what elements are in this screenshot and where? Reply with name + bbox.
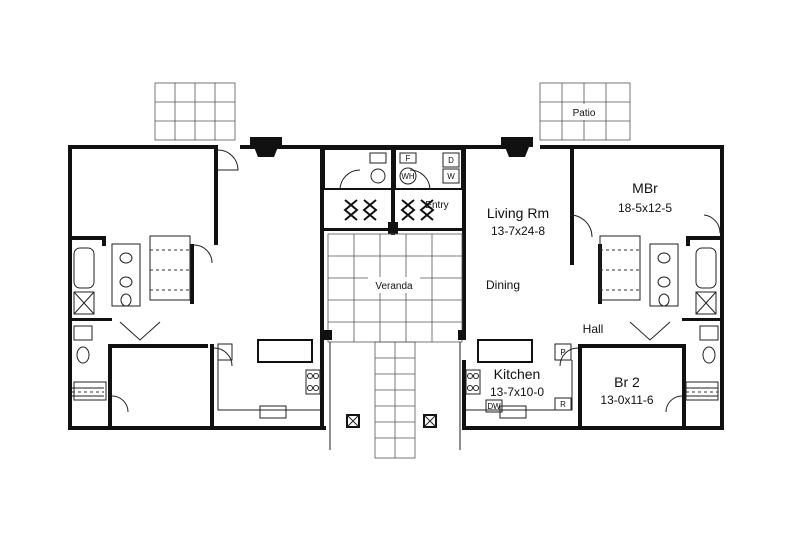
veranda-label: Veranda bbox=[375, 281, 413, 292]
entry-label: Entry bbox=[425, 200, 448, 211]
dryer-label: D bbox=[448, 156, 454, 165]
dishwasher-label: DW bbox=[487, 402, 501, 411]
kitchen-name-label: Kitchen bbox=[494, 366, 541, 382]
walkway bbox=[374, 341, 416, 459]
patio-right bbox=[539, 82, 631, 141]
bath-left bbox=[73, 235, 191, 401]
dining-label: Dining bbox=[486, 278, 520, 292]
br2-name-label: Br 2 bbox=[614, 374, 640, 390]
walls-left-unit bbox=[68, 145, 326, 430]
lamp-post-right bbox=[423, 414, 437, 428]
door-swings bbox=[111, 149, 721, 413]
range-label: R bbox=[560, 400, 566, 409]
mbr-size-label: 18-5x12-5 bbox=[618, 201, 672, 215]
kitchen-left bbox=[217, 339, 321, 419]
furnace-label: F bbox=[406, 154, 411, 163]
fireplace-left bbox=[250, 137, 282, 157]
living-name-label: Living Rm bbox=[487, 205, 549, 221]
kitchen-right bbox=[465, 339, 573, 419]
center-core bbox=[320, 145, 466, 235]
living-size-label: 13-7x24-8 bbox=[491, 224, 545, 238]
patio-left bbox=[154, 82, 236, 141]
fireplace-right bbox=[501, 137, 533, 157]
bath-right bbox=[599, 235, 719, 401]
pantry-label: P bbox=[560, 348, 565, 357]
mbr-name-label: MBr bbox=[632, 180, 658, 196]
patio-label: Patio bbox=[573, 108, 596, 119]
washer-label: W bbox=[447, 172, 455, 181]
closets bbox=[72, 387, 718, 397]
kitchen-size-label: 13-7x10-0 bbox=[490, 385, 544, 399]
lamp-post-left bbox=[346, 414, 360, 428]
hall-label: Hall bbox=[583, 322, 604, 336]
water-heater-label: WH bbox=[401, 172, 415, 181]
br2-size-label: 13-0x11-6 bbox=[600, 393, 653, 407]
